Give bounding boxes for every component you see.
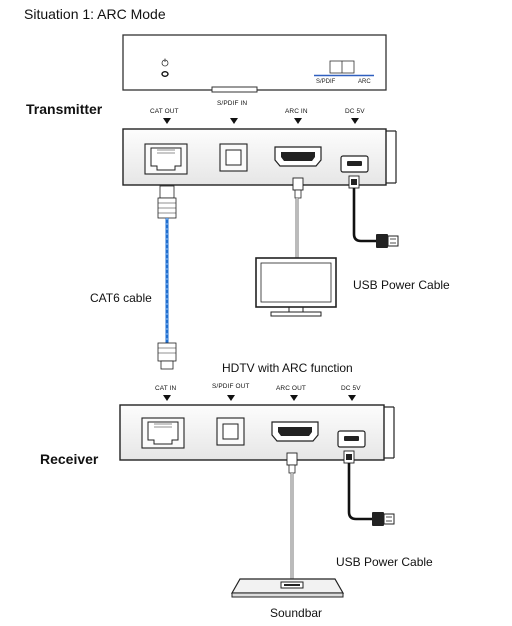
rx-port-arrows: [163, 395, 356, 401]
receiver-label: Receiver: [40, 451, 99, 467]
soundbar-label: Soundbar: [270, 606, 323, 620]
rx-spdif-port-icon: [216, 417, 245, 446]
cat6-bottom-connector-icon: [157, 342, 177, 370]
switch-arc-label: ARC: [358, 79, 371, 85]
diagram-title: Situation 1: ARC Mode: [24, 6, 166, 22]
rx-spdif-port-label: S/PDIF OUT: [212, 383, 250, 390]
transmitter-front-panel: S/PDIF ARC: [122, 34, 387, 93]
rx-cat-port-label: CAT IN: [155, 385, 177, 392]
tx-dc-port-label: DC 5V: [345, 108, 365, 115]
transmitter-rear-panel: [122, 128, 397, 186]
soundbar-icon: [230, 578, 345, 598]
rx-arc-port-label: ARC OUT: [276, 385, 306, 392]
transmitter-label: Transmitter: [26, 101, 103, 117]
tx-spdif-port-label: S/PDIF IN: [217, 100, 248, 107]
tx-port-arrows: [163, 118, 359, 124]
receiver-rear-panel: [119, 404, 395, 461]
rx-hdmi-port-icon: [271, 421, 319, 442]
tx-hdmi-port-icon: [274, 146, 322, 167]
mode-switch-icon: [314, 60, 374, 77]
tx-spdif-port-icon: [219, 143, 248, 172]
cat6-top-connector-icon: [157, 185, 177, 219]
rx-hdmi-cable: [286, 452, 298, 580]
tx-usb-port-icon: [340, 155, 369, 173]
rx-rj45-port-icon: [141, 417, 185, 449]
usb-power-cable-label-top: USB Power Cable: [353, 278, 450, 292]
tx-rj45-port-icon: [144, 143, 188, 175]
tx-cat-port-label: CAT OUT: [150, 108, 179, 115]
hdtv-icon: [255, 257, 337, 317]
hdtv-label: HDTV with ARC function: [222, 361, 353, 375]
rx-dc-port-label: DC 5V: [341, 385, 361, 392]
usb-power-cable-label-bottom: USB Power Cable: [336, 555, 433, 569]
rx-usb-power-cable: [343, 450, 395, 526]
tx-usb-power-cable: [348, 175, 399, 248]
power-led-icon: [161, 70, 169, 77]
tx-hdmi-cable: [292, 177, 304, 258]
tx-arc-port-label: ARC IN: [285, 108, 308, 115]
cat6-cable-label: CAT6 cable: [90, 291, 152, 305]
power-icon: [161, 58, 169, 67]
switch-spdif-label: S/PDIF: [316, 79, 336, 85]
rx-usb-port-icon: [337, 430, 366, 448]
